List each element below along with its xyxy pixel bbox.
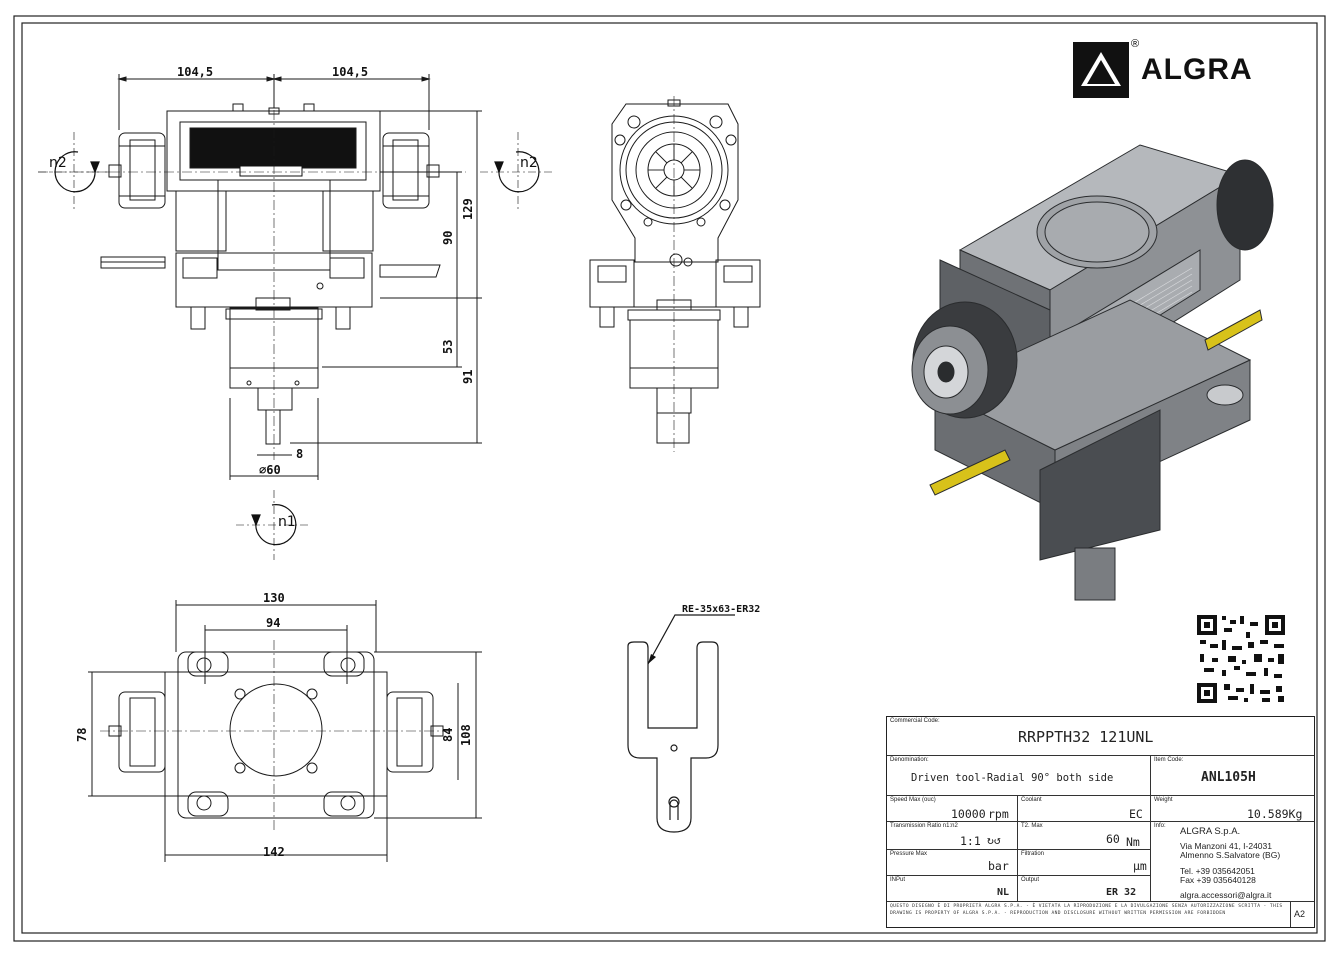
ratio-cell: Transmission Ratio n1:n2 1:1 ↻↺	[887, 822, 1018, 850]
input-label: INPut	[890, 877, 906, 883]
filtration-unit: µm	[1133, 859, 1147, 873]
speed-label: Speed Max (ouc)	[890, 797, 936, 803]
rotation-symbols	[38, 132, 555, 560]
dim-height-outer: 108	[459, 724, 473, 746]
denomination-cell: Denomination: Driven tool-Radial 90° bot…	[887, 756, 1151, 796]
rotation-right-label: n2	[520, 155, 538, 171]
title-block: Commercial Code: RRPPTH32 121UNL Denomin…	[886, 716, 1315, 928]
dim-height-left: 78	[75, 728, 89, 742]
registered-mark: ®	[1131, 38, 1140, 50]
key-view	[627, 614, 735, 833]
weight-cell: Weight 10.589Kg	[1151, 796, 1314, 822]
input-value: NL	[997, 887, 1010, 898]
item-code-cell: Item Code: ANL105H	[1151, 756, 1314, 796]
speed-unit: rpm	[988, 807, 1009, 821]
torque-cell: T2. Max 60 Nm	[1018, 822, 1151, 850]
dim-width-outer: 130	[263, 591, 285, 605]
front-view-labels: 104,5 104,5 129 90 53 91 8 ∅60	[177, 65, 475, 477]
sheet-size-cell: A2	[1291, 902, 1314, 927]
coolant-value: EC	[1129, 807, 1143, 821]
torque-unit: Nm	[1126, 835, 1140, 849]
dim-width-base: 142	[263, 845, 285, 859]
dim-height-inner: 84	[441, 728, 455, 742]
commercial-code-label: Commercial Code:	[890, 718, 940, 724]
top-view	[88, 600, 482, 862]
email-link[interactable]: algra.accessori@algra.it	[1180, 890, 1272, 900]
dim-width-inner: 94	[266, 616, 280, 630]
qr-code	[1196, 614, 1286, 704]
commercial-code-value: RRPPTH32 121UNL	[1018, 728, 1154, 746]
rotation-n2-left-icon	[38, 132, 110, 210]
input-cell: INPut NL	[887, 876, 1018, 902]
dim-height-upper: 90	[441, 231, 455, 245]
item-code-value: ANL105H	[1201, 770, 1256, 785]
coolant-cell: Coolant EC	[1018, 796, 1151, 822]
rotation-n2-right-icon	[480, 132, 555, 210]
isometric-render	[911, 144, 1274, 601]
front-view	[38, 74, 482, 480]
filtration-label: Filtration	[1021, 851, 1045, 857]
pressure-label: Pressure Max	[890, 851, 928, 857]
weight-label: Weight	[1154, 797, 1173, 803]
denomination-value: Driven tool-Radial 90° both side	[911, 772, 1114, 784]
rotation-left-label: n2	[49, 155, 67, 171]
fine-print: QUESTO DISEGNO È DI PROPRIETÀ ALGRA S.P.…	[890, 904, 1283, 916]
dim-diameter: ∅60	[259, 463, 281, 477]
fine-print-cell: QUESTO DISEGNO È DI PROPRIETÀ ALGRA S.P.…	[887, 902, 1291, 927]
speed-cell: Speed Max (ouc) 10000 rpm	[887, 796, 1018, 822]
info-label: Info:	[1154, 823, 1166, 829]
dim-left-width: 104,5	[177, 65, 213, 79]
speed-value: 10000	[951, 807, 986, 821]
filtration-cell: Filtration µm	[1018, 850, 1151, 876]
dim-height-shank: 91	[461, 370, 475, 384]
address-line-2: Almenno S.Salvatore (BG)	[1180, 850, 1281, 860]
side-view	[589, 96, 761, 452]
algra-logo-icon	[1073, 42, 1129, 98]
output-value: ER 32	[1106, 887, 1137, 898]
ratio-label: Transmission Ratio n1:n2	[890, 823, 958, 829]
output-label: Output	[1021, 877, 1040, 883]
coolant-label: Coolant	[1021, 797, 1042, 803]
output-cell: Output ER 32	[1018, 876, 1151, 902]
dim-height-total: 129	[461, 198, 475, 220]
sheet-size: A2	[1294, 909, 1306, 919]
dim-right-width: 104,5	[332, 65, 368, 79]
brand-name: ALGRA	[1141, 53, 1253, 86]
ratio-value: 1:1	[960, 834, 981, 848]
commercial-code-cell: Commercial Code: RRPPTH32 121UNL	[887, 717, 1314, 756]
fax-number: Fax +39 035640128	[1180, 875, 1256, 885]
ratio-rotation-icon: ↻↺	[987, 833, 1001, 847]
weight-value: 10.589Kg	[1247, 807, 1303, 821]
info-cell: Info: ALGRA S.p.A. Via Manzoni 41, I-240…	[1151, 822, 1314, 902]
phone-number: Tel. +39 035642051	[1180, 866, 1255, 876]
torque-value: 60	[1106, 832, 1120, 846]
denomination-label: Denomination:	[890, 757, 929, 763]
dim-height-lower: 53	[441, 340, 455, 354]
pressure-unit: bar	[988, 859, 1009, 873]
item-code-label: Item Code:	[1154, 757, 1184, 763]
pressure-cell: Pressure Max bar	[887, 850, 1018, 876]
rotation-n1-icon	[236, 490, 310, 560]
torque-label: T2. Max	[1021, 823, 1043, 829]
top-view-labels: 130 94 142 78 84 108	[75, 591, 473, 859]
key-callout: RE-35x63-ER32	[682, 604, 760, 615]
rotation-bottom-label: n1	[278, 514, 296, 530]
dim-shank-offset: 8	[296, 447, 303, 461]
company-name: ALGRA S.p.A.	[1180, 826, 1241, 837]
address-line-1: Via Manzoni 41, I-24031	[1180, 841, 1272, 851]
